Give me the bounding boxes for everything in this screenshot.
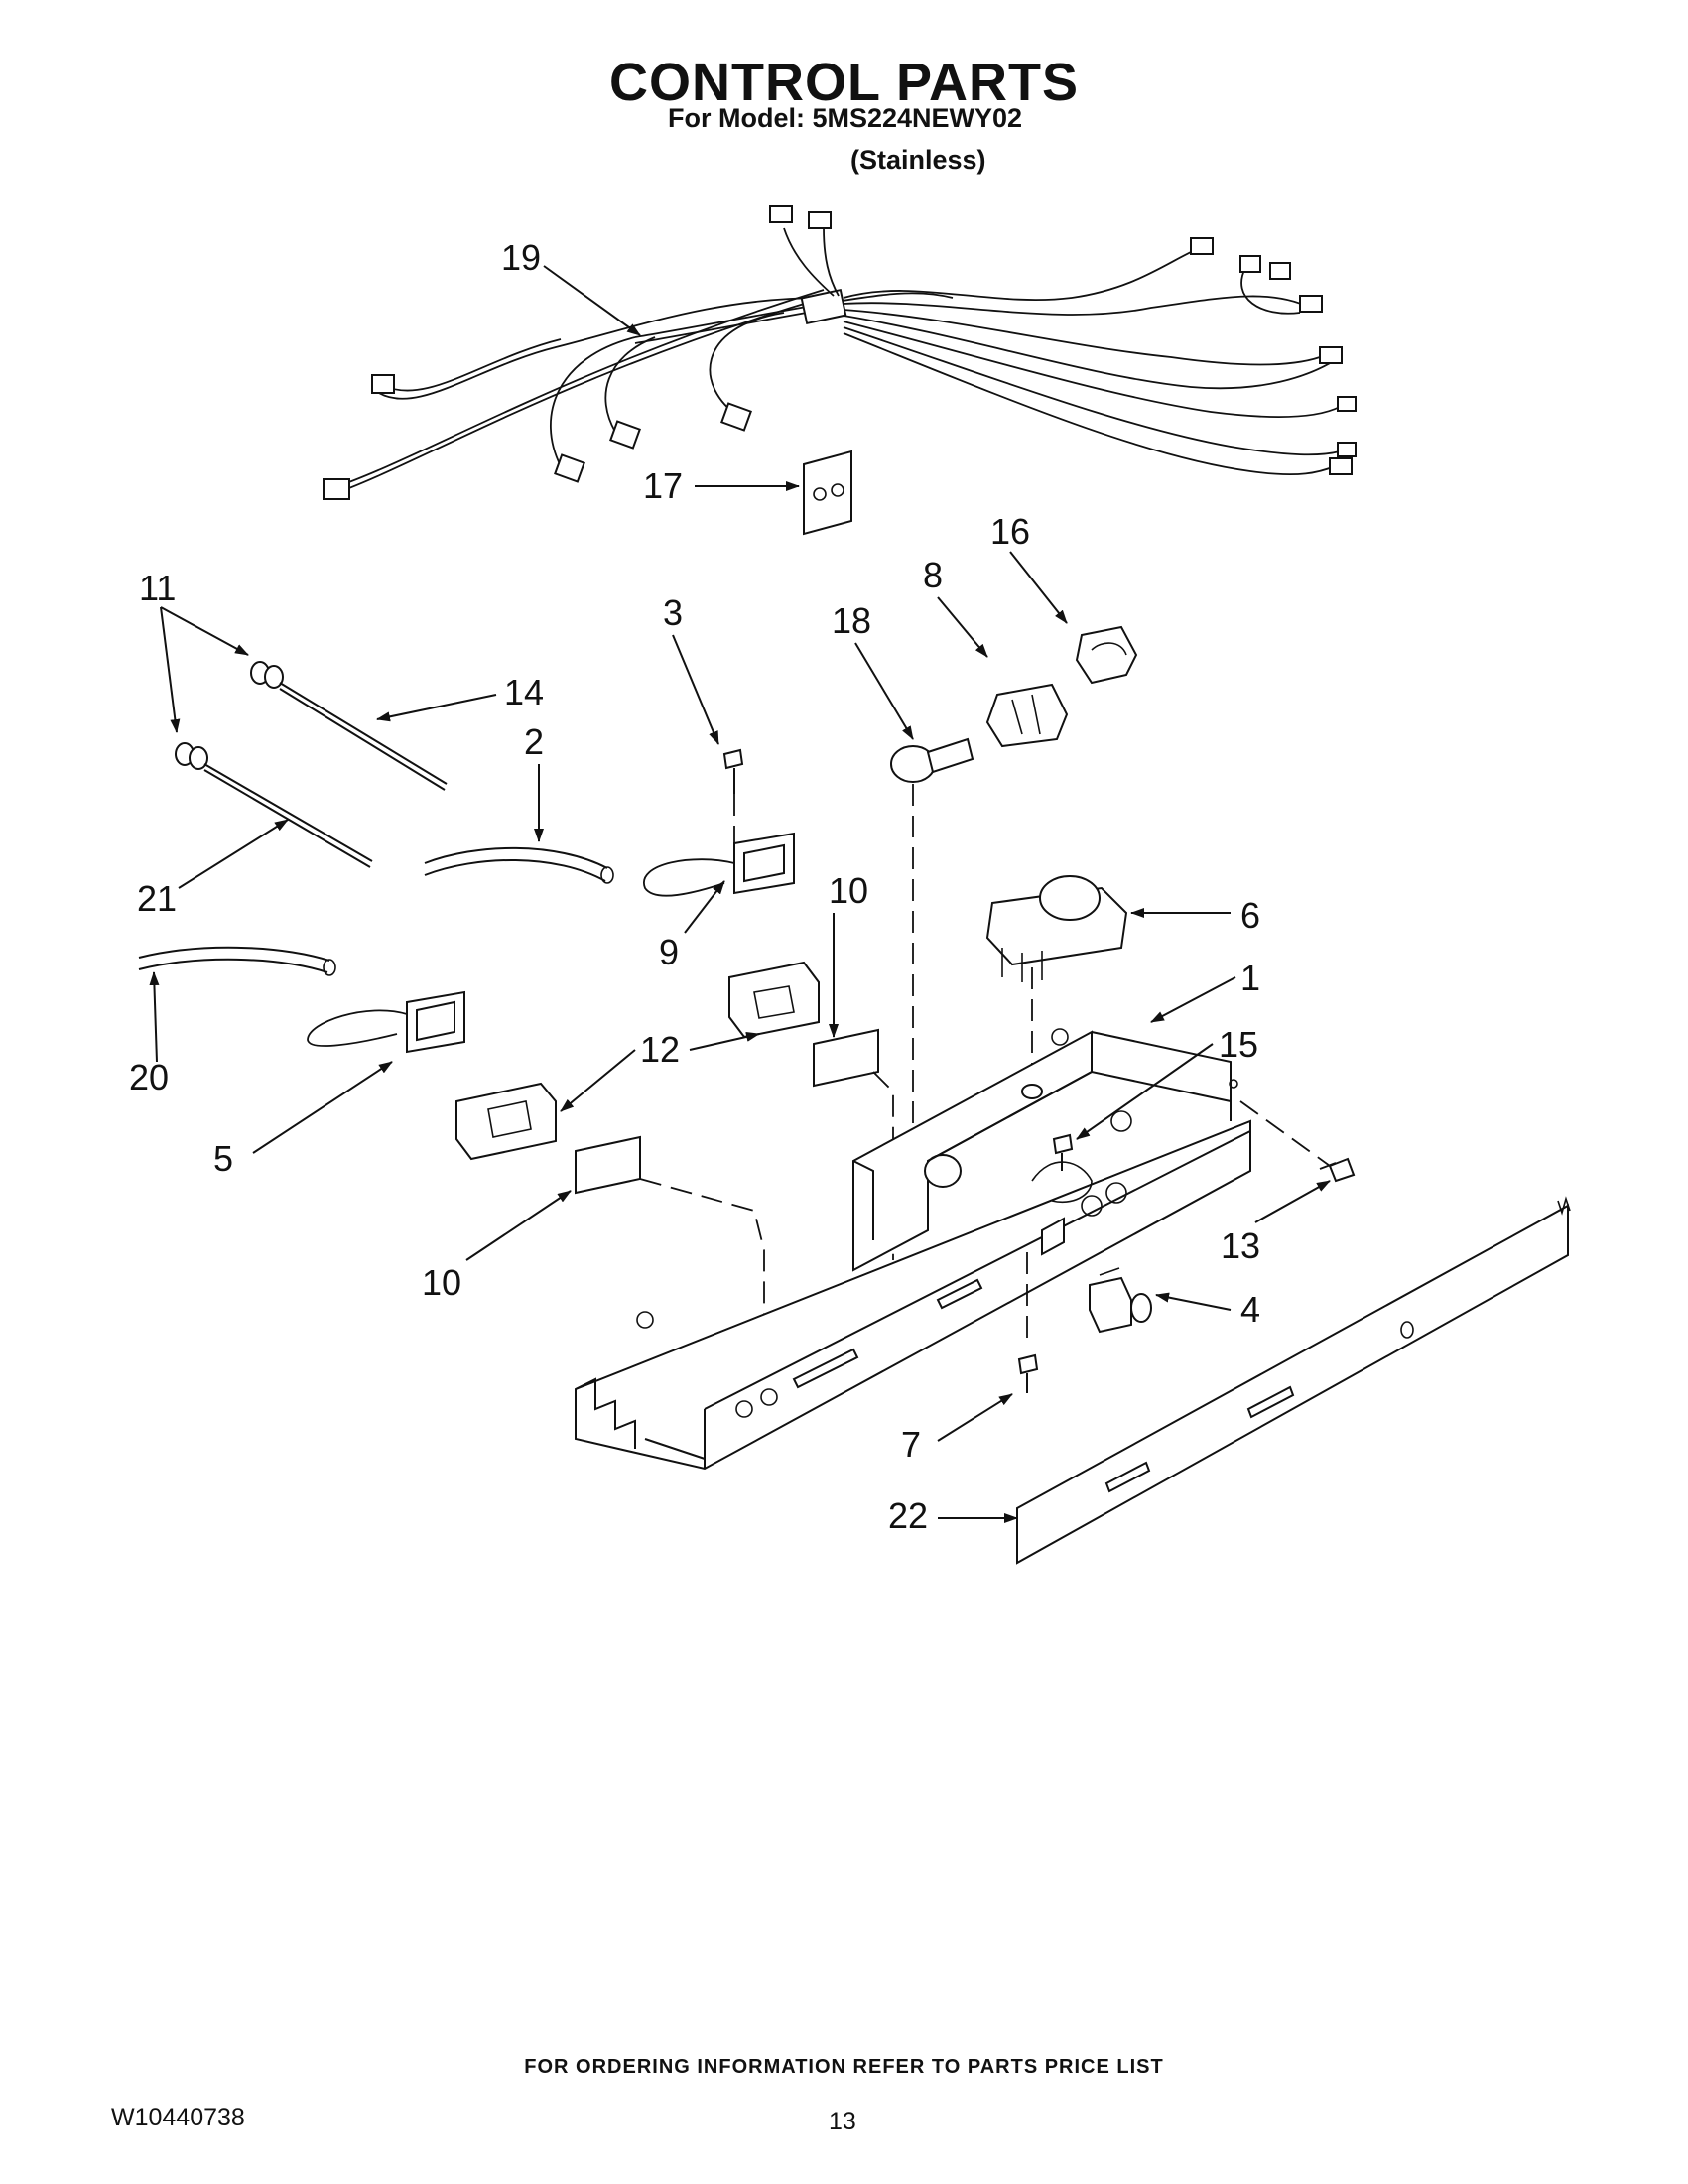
- callout-8: 8: [923, 555, 943, 595]
- tube-parts: [175, 661, 448, 868]
- callout-20: 20: [129, 1057, 169, 1097]
- callout-4: 4: [1240, 1289, 1260, 1330]
- callout-13: 13: [1221, 1225, 1260, 1266]
- page-number: 13: [829, 2108, 856, 2135]
- trim-strip-part-22: [1016, 1196, 1571, 1565]
- leader-arrows: [149, 265, 1331, 1523]
- callout-1: 1: [1240, 958, 1260, 998]
- callout-14: 14: [504, 672, 544, 712]
- callout-5: 5: [213, 1138, 233, 1179]
- control-housing-part-1: [575, 1028, 1251, 1471]
- callout-3: 3: [663, 592, 683, 633]
- callout-16: 16: [990, 511, 1030, 552]
- ordering-info-note: FOR ORDERING INFORMATION REFER TO PARTS …: [524, 2056, 1164, 2078]
- switch-part-9: [643, 748, 795, 897]
- screw-part-13: [1239, 1100, 1356, 1183]
- callout-15: 15: [1219, 1024, 1258, 1065]
- callout-22: 22: [888, 1495, 928, 1536]
- wiring-harness-part: [323, 205, 1357, 500]
- callout-19: 19: [501, 237, 541, 278]
- callout-12: 12: [640, 1029, 680, 1070]
- switch-part-5: [307, 990, 465, 1054]
- callout-17: 17: [643, 465, 683, 506]
- hose-parts: [138, 846, 614, 976]
- callout-11: 11: [139, 568, 176, 608]
- callout-21: 21: [137, 878, 177, 919]
- screw-part-7: [1017, 1252, 1039, 1393]
- plate-part-17: [803, 450, 852, 536]
- callout-10-lower: 10: [422, 1262, 461, 1303]
- callout-6: 6: [1240, 895, 1260, 936]
- callout-18: 18: [832, 600, 871, 641]
- callout-9: 9: [659, 932, 679, 972]
- model-number: For Model: 5MS224NEWY02: [668, 103, 1023, 133]
- callout-7: 7: [901, 1424, 921, 1465]
- bracket-parts-12: [455, 961, 820, 1161]
- timer-part-6: [985, 875, 1128, 1092]
- light-parts: [890, 625, 1138, 1141]
- document-number: W10440738: [111, 2104, 245, 2131]
- screw-part-15: [1052, 1133, 1074, 1171]
- model-variant: (Stainless): [850, 145, 986, 175]
- callout-10-upper: 10: [829, 870, 868, 911]
- page-title: CONTROL PARTS: [608, 53, 1079, 112]
- switch-part-4: [1089, 1267, 1152, 1334]
- callout-2: 2: [524, 721, 544, 762]
